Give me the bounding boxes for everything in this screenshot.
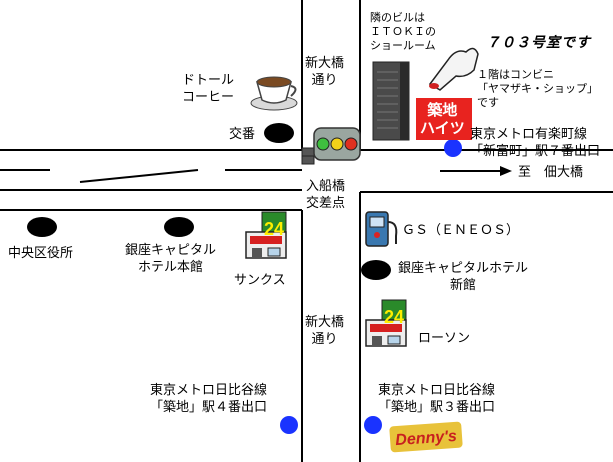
station-tsukiji4-dot [280, 416, 298, 434]
coffee-cup-icon [250, 76, 298, 111]
capital-new-marker [361, 260, 391, 280]
doutor-label: ドトール コーヒー [182, 73, 235, 105]
road-label-shin-ohashi-south: 新大橋 通り [305, 315, 345, 347]
convenience-store-icon-sunkus [245, 211, 287, 259]
dennys-logo-text: Denny's [395, 428, 458, 449]
traffic-signal-icon [301, 127, 361, 165]
capital-main-label: 銀座キャピタル ホテル本館 [125, 243, 217, 275]
capital-main-marker [164, 217, 194, 237]
station-tsukiji3-dot [364, 416, 382, 434]
intersection-label: 入船橋 交差点 [306, 179, 346, 211]
station-shintomicho-dot [444, 139, 462, 157]
convenience-number-sunkus: 24 [264, 219, 284, 239]
koban-label: 交番 [229, 127, 256, 142]
direction-arrow-icon [500, 166, 512, 176]
itoki-building-icon [372, 61, 410, 141]
station-shintomicho-label: 東京メトロ有楽町線 「新富町」駅７番出口 [470, 127, 601, 159]
pointing-hand-icon [428, 47, 479, 91]
sunkus-label: サンクス [234, 273, 286, 288]
capital-new-label: 銀座キャピタルホテル 新館 [398, 261, 529, 293]
station-tsukiji3-label: 東京メトロ日比谷線 「築地」駅３番出口 [378, 383, 496, 415]
tsukiji-heights-label: 築地 ハイツ [420, 101, 465, 137]
tsukiji-heights-sign [416, 98, 472, 140]
itoki-label: 隣のビルは ＩＴＯＫＩの ショールーム [370, 11, 436, 52]
koban-marker [264, 123, 294, 143]
gs-label: ＧＳ（ＥＮＥＯＳ） [402, 223, 520, 238]
direction-label: 至 佃大橋 [518, 165, 584, 180]
convenience-number-lawson: 24 [384, 307, 404, 327]
room-label: ７０３号室です [486, 35, 591, 51]
convenience-store-icon-lawson [365, 299, 407, 347]
gas-pump-icon [365, 211, 398, 247]
dennys-logo [389, 421, 463, 453]
road-label-shin-ohashi-north: 新大橋 通り [305, 56, 345, 88]
station-tsukiji4-label: 東京メトロ日比谷線 「築地」駅４番出口 [150, 383, 268, 415]
chuo-office-marker [27, 217, 57, 237]
lawson-label: ローソン [418, 331, 471, 346]
chuo-office-label: 中央区役所 [8, 246, 74, 261]
convenience-note-label: １階はコンビニ 「ヤマザキ・ショップ」 です [477, 68, 598, 109]
